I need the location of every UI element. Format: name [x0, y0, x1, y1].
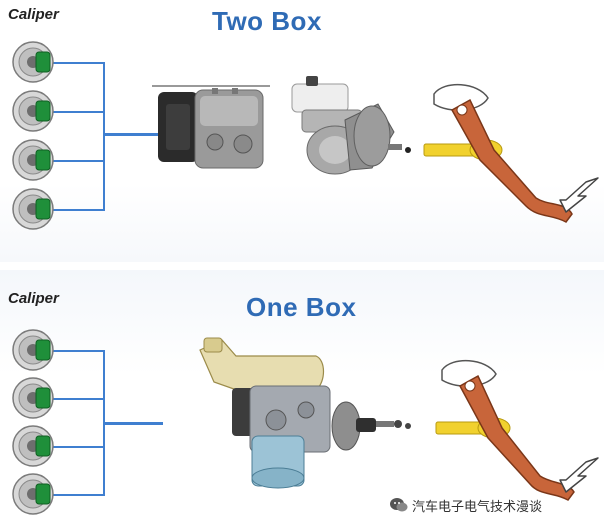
brake-line: [48, 62, 104, 64]
brake-line: [48, 160, 104, 162]
caliper-icon: [35, 149, 51, 171]
brake-pedal-icon: [433, 83, 573, 223]
caliper-icon: [35, 100, 51, 122]
one-box-panel: Caliper One Box: [0, 270, 604, 532]
two-box-title: Two Box: [212, 6, 322, 36]
brake-pedal-icon: [441, 359, 575, 501]
brake-line: [48, 111, 104, 113]
brake-disc-icon: [12, 473, 54, 515]
force-arrow-icon: [559, 177, 599, 213]
brake-line-manifold: [103, 62, 105, 211]
force-arrow-icon: [559, 457, 599, 493]
abs-module-icon: [152, 85, 270, 169]
brake-disc-icon: [12, 139, 54, 181]
caliper-icon: [35, 387, 51, 409]
brake-line: [48, 350, 104, 352]
caliper-label: Caliper: [8, 6, 59, 23]
two-box-panel: Caliper Two Box: [0, 0, 604, 262]
master-cylinder-booster-icon: [291, 76, 411, 175]
brake-line: [48, 398, 104, 400]
brake-disc-icon: [12, 329, 54, 371]
caliper-label: Caliper: [8, 290, 59, 307]
watermark-text: 汽车电子电气技术漫谈: [412, 499, 543, 514]
brake-disc-icon: [12, 90, 54, 132]
one-box-title: One Box: [246, 292, 357, 322]
caliper-icon: [35, 339, 51, 361]
brake-disc-icon: [12, 377, 54, 419]
brake-line-to-module: [103, 422, 163, 425]
brake-line-to-module: [103, 133, 158, 136]
brake-line: [48, 209, 104, 211]
brake-disc-icon: [12, 188, 54, 230]
wechat-icon: [390, 498, 408, 512]
integrated-brake-unit-icon: [199, 337, 411, 489]
caliper-icon: [35, 483, 51, 505]
brake-line: [48, 446, 104, 448]
caliper-icon: [35, 198, 51, 220]
brake-line: [48, 494, 104, 496]
brake-corner-group: [12, 41, 599, 230]
caliper-icon: [35, 435, 51, 457]
brake-disc-icon: [12, 41, 54, 83]
caliper-icon: [35, 51, 51, 73]
brake-disc-icon: [12, 425, 54, 467]
brake-corner-group: [12, 329, 599, 515]
